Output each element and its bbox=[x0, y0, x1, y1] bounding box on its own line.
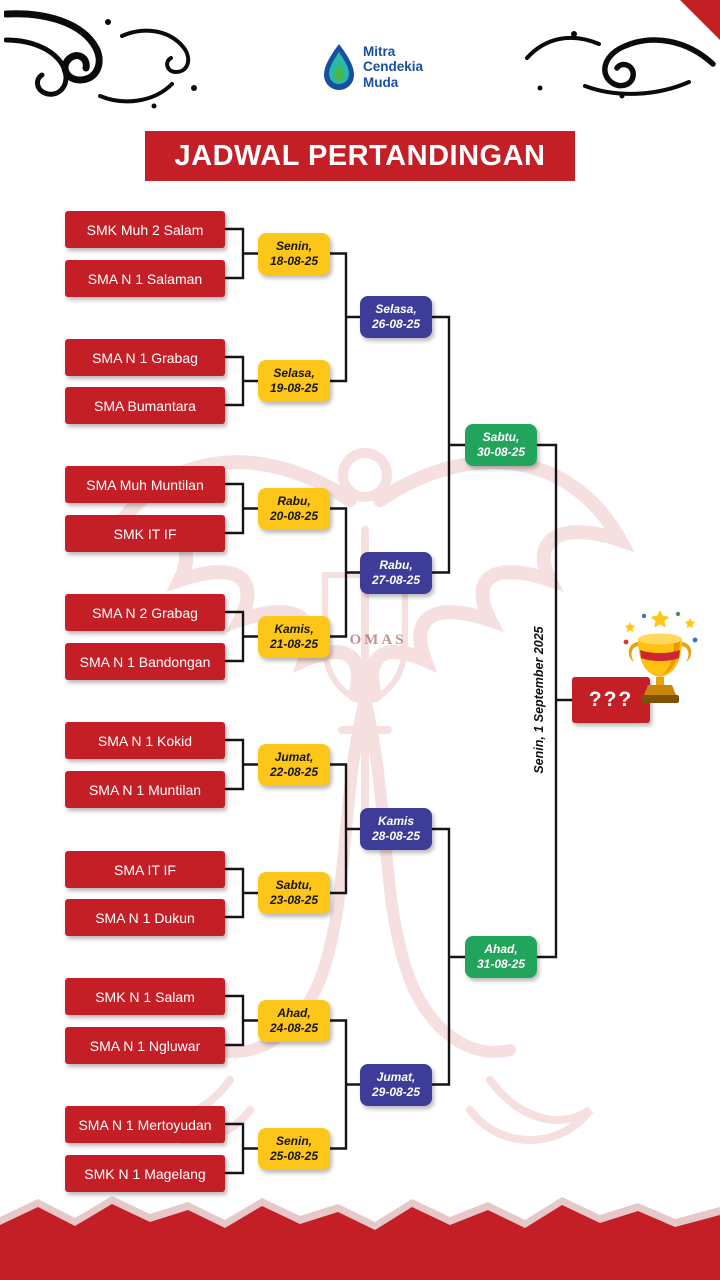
match-date: 19-08-25 bbox=[269, 381, 319, 395]
round1-date-box: Ahad, 24-08-25 bbox=[258, 1000, 330, 1042]
round3-date-box: Ahad, 31-08-25 bbox=[465, 936, 537, 978]
match-date: 28-08-25 bbox=[371, 829, 421, 843]
match-date: 23-08-25 bbox=[269, 893, 319, 907]
round3-date-box: Sabtu, 30-08-25 bbox=[465, 424, 537, 466]
round1-date-box: Kamis, 21-08-25 bbox=[258, 616, 330, 658]
torn-paper-edge bbox=[0, 1196, 720, 1280]
match-date: 26-08-25 bbox=[371, 317, 421, 331]
match-day: Sabtu, bbox=[482, 430, 520, 444]
round1-date-box: Sabtu, 23-08-25 bbox=[258, 872, 330, 914]
team-box: SMA N 2 Grabag bbox=[65, 594, 225, 631]
match-day: Senin, bbox=[275, 1134, 312, 1148]
team-box: SMA IT IF bbox=[65, 851, 225, 888]
team-box: SMA N 1 Salaman bbox=[65, 260, 225, 297]
champion-placeholder-box: ??? bbox=[572, 677, 650, 723]
match-day: Kamis, bbox=[274, 622, 314, 636]
round1-date-box: Selasa, 19-08-25 bbox=[258, 360, 330, 402]
final-date-label: Senin, 1 September 2025 bbox=[532, 626, 546, 774]
match-date: 21-08-25 bbox=[269, 637, 319, 651]
match-date: 24-08-25 bbox=[269, 1021, 319, 1035]
round2-date-box: Jumat, 29-08-25 bbox=[360, 1064, 432, 1106]
match-date: 22-08-25 bbox=[269, 765, 319, 779]
team-box: SMA Muh Muntilan bbox=[65, 466, 225, 503]
match-day: Selasa, bbox=[375, 302, 417, 316]
match-day: Sabtu, bbox=[275, 878, 313, 892]
match-date: 20-08-25 bbox=[269, 509, 319, 523]
match-day: Ahad, bbox=[484, 942, 518, 956]
team-box: SMK IT IF bbox=[65, 515, 225, 552]
trophy-icon bbox=[623, 610, 698, 703]
match-day: Ahad, bbox=[277, 1006, 311, 1020]
team-box: SMK Muh 2 Salam bbox=[65, 211, 225, 248]
watermark-emblem-text: OMAS bbox=[349, 632, 407, 648]
page-title: JADWAL PERTANDINGAN bbox=[145, 131, 575, 181]
logo-drop-icon bbox=[324, 44, 354, 90]
match-date: 27-08-25 bbox=[371, 573, 421, 587]
logo: Mitra Cendekia Muda bbox=[322, 42, 423, 92]
round1-date-box: Jumat, 22-08-25 bbox=[258, 744, 330, 786]
team-box: SMA Bumantara bbox=[65, 387, 225, 424]
match-day: Jumat, bbox=[274, 750, 314, 764]
team-box: SMA N 1 Dukun bbox=[65, 899, 225, 936]
match-day: Senin, bbox=[275, 239, 312, 253]
team-box: SMA N 1 Grabag bbox=[65, 339, 225, 376]
logo-line-2: Cendekia bbox=[363, 59, 424, 75]
flourish-ornament-right bbox=[525, 31, 716, 99]
match-day: Rabu, bbox=[277, 494, 311, 508]
match-date: 18-08-25 bbox=[269, 254, 319, 268]
round1-date-box: Senin, 25-08-25 bbox=[258, 1128, 330, 1170]
match-date: 30-08-25 bbox=[476, 445, 526, 459]
logo-line-1: Mitra bbox=[363, 43, 396, 59]
round1-date-box: Senin, 18-08-25 bbox=[258, 233, 330, 275]
match-day: Selasa, bbox=[273, 366, 315, 380]
team-box: SMA N 1 Muntilan bbox=[65, 771, 225, 808]
team-box: SMA N 1 Mertoyudan bbox=[65, 1106, 225, 1143]
round2-date-box: Rabu, 27-08-25 bbox=[360, 552, 432, 594]
corner-accent bbox=[680, 0, 720, 40]
match-date: 29-08-25 bbox=[371, 1085, 421, 1099]
team-box: SMA N 1 Kokid bbox=[65, 722, 225, 759]
match-day: Jumat, bbox=[376, 1070, 416, 1084]
round1-date-box: Rabu, 20-08-25 bbox=[258, 488, 330, 530]
logo-text: Mitra Cendekia Muda bbox=[363, 44, 423, 91]
logo-line-3: Muda bbox=[363, 74, 399, 90]
team-box: SMA N 1 Ngluwar bbox=[65, 1027, 225, 1064]
round2-date-box: Selasa, 26-08-25 bbox=[360, 296, 432, 338]
team-box: SMA N 1 Bandongan bbox=[65, 643, 225, 680]
team-box: SMK N 1 Magelang bbox=[65, 1155, 225, 1192]
match-date: 25-08-25 bbox=[269, 1149, 319, 1163]
match-date: 31-08-25 bbox=[476, 957, 526, 971]
round2-date-box: Kamis 28-08-25 bbox=[360, 808, 432, 850]
match-day: Kamis bbox=[377, 814, 415, 828]
flourish-ornament-left bbox=[4, 10, 197, 109]
team-box: SMK N 1 Salam bbox=[65, 978, 225, 1015]
match-day: Rabu, bbox=[379, 558, 413, 572]
